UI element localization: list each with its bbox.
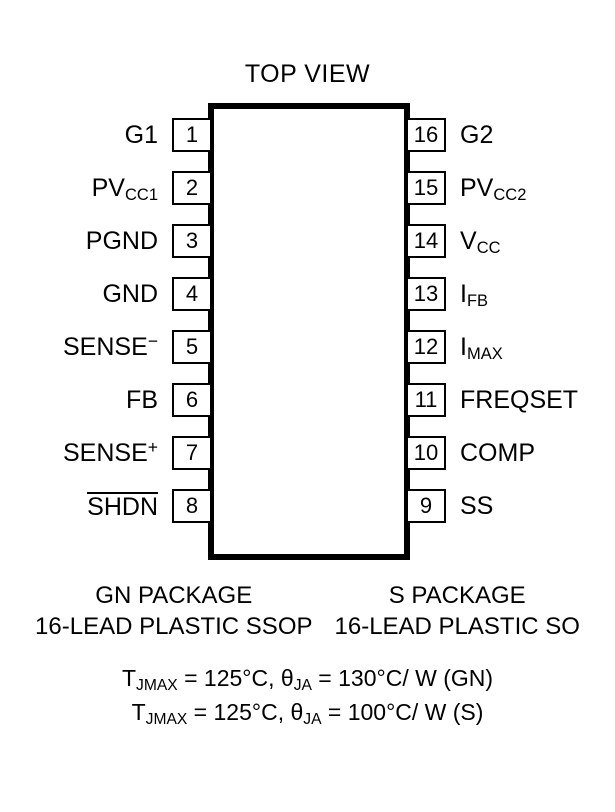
pin-row: PGND 3: [0, 224, 212, 258]
pin-label-imax: IMAX: [460, 332, 503, 363]
package-captions: GN PACKAGE 16-LEAD PLASTIC SSOP S PACKAG…: [0, 580, 615, 642]
pin-label-fb: FB: [126, 385, 158, 414]
pin-number-box: 5: [172, 330, 212, 364]
pin-label-sense: SENSE−: [63, 331, 158, 361]
pin-label-ifb: IFB: [460, 279, 489, 310]
pin-row: 14 VCC: [406, 224, 615, 258]
package-description: 16-LEAD PLASTIC SSOP: [35, 613, 313, 640]
pin-row: 13 IFB: [406, 277, 615, 311]
pin-row: GND 4: [0, 277, 212, 311]
package-name: GN PACKAGE: [95, 582, 253, 609]
pin-number-box: 8: [172, 489, 212, 523]
pin-number-box: 16: [406, 118, 446, 152]
pin-label-pgnd: PGND: [85, 226, 158, 255]
package-name: S PACKAGE: [388, 582, 526, 609]
thermal-spec-line: TJMAX = 125°C, θJA = 100°C/ W (S): [131, 699, 484, 729]
pin-number-box: 7: [172, 436, 212, 470]
pin-number-box: 2: [172, 171, 212, 205]
pin-row: SENSE+ 7: [0, 436, 212, 470]
pin-label-freqset: FREQSET: [460, 385, 579, 414]
pin-row: G1 1: [0, 118, 212, 152]
package-caption-s: S PACKAGE 16-LEAD PLASTIC SO: [335, 580, 580, 642]
pin-row: 11 FREQSET: [406, 383, 615, 417]
pin-number-box: 11: [406, 383, 446, 417]
pin-number-box: 14: [406, 224, 446, 258]
pin-label-ss: SS: [460, 491, 494, 520]
page-title: TOP VIEW: [244, 60, 371, 88]
pin-number-box: 9: [406, 489, 446, 523]
pin-label-sense: SENSE+: [63, 437, 158, 467]
pin-number-box: 12: [406, 330, 446, 364]
pin-row: FB 6: [0, 383, 212, 417]
pin-label-pvcc2: PVCC2: [460, 173, 527, 204]
pin-row: 16 G2: [406, 118, 615, 152]
pin-label-g2: G2: [460, 120, 494, 149]
pin-row: 9 SS: [406, 489, 615, 523]
pin-number-box: 10: [406, 436, 446, 470]
pin-number-box: 13: [406, 277, 446, 311]
package-description: 16-LEAD PLASTIC SO: [334, 613, 580, 640]
thermal-specifications: TJMAX = 125°C, θJA = 130°C/ W (GN) TJMAX…: [0, 663, 615, 731]
pin-row: 12 IMAX: [406, 330, 615, 364]
pin-row: SHDN 8: [0, 489, 212, 523]
thermal-spec-line: TJMAX = 125°C, θJA = 130°C/ W (GN): [121, 665, 494, 695]
pin-label-comp: COMP: [460, 438, 535, 467]
pin-number-box: 3: [172, 224, 212, 258]
pin-row: SENSE− 5: [0, 330, 212, 364]
pin-label-g1: G1: [124, 120, 158, 149]
package-caption-gn: GN PACKAGE 16-LEAD PLASTIC SSOP: [35, 580, 312, 642]
pin-number-box: 1: [172, 118, 212, 152]
pin-number-box: 4: [172, 277, 212, 311]
pin-row: 10 COMP: [406, 436, 615, 470]
pin-label-pvcc1: PVCC1: [91, 173, 158, 204]
pin-label-vcc: VCC: [460, 226, 501, 257]
pin-label-shdn: SHDN: [87, 492, 158, 521]
pin-row: 15 PVCC2: [406, 171, 615, 205]
pin-label-gnd: GND: [102, 279, 158, 308]
pin-row: PVCC1 2: [0, 171, 212, 205]
pin-number-box: 15: [406, 171, 446, 205]
pin-number-box: 6: [172, 383, 212, 417]
package-body-outline: [208, 103, 410, 560]
